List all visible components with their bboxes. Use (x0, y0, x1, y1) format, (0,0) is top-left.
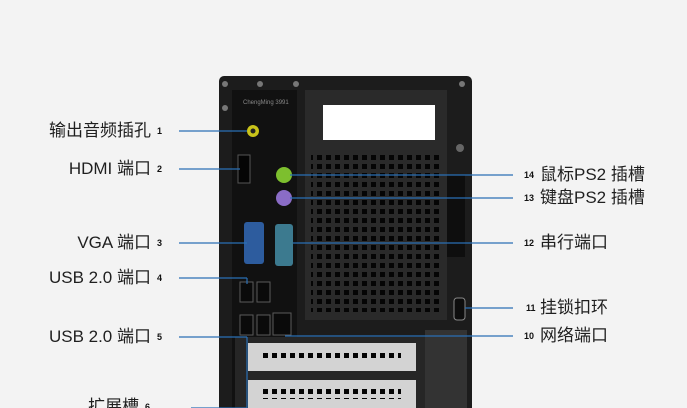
screw (459, 81, 465, 87)
callout-number-1: 1 (157, 121, 162, 141)
usb-port (240, 282, 253, 302)
screw (222, 81, 228, 87)
callout-number-13: 13 (524, 188, 534, 208)
serial-port (275, 224, 293, 266)
audio-jack-hole (251, 129, 256, 134)
psu-handle (323, 105, 435, 140)
callout-number-2: 2 (157, 159, 162, 179)
usb-port (257, 315, 270, 335)
ps2-keyboard-port (276, 190, 292, 206)
screw (456, 144, 464, 152)
callout-number-11: 11 (526, 298, 536, 318)
screw (293, 81, 299, 87)
callout-label-serial: 串行端口 (540, 233, 608, 253)
side-recess (447, 175, 465, 257)
vent-grille (311, 152, 443, 312)
side-panel (425, 330, 467, 408)
callout-label-hdmi: HDMI 端口 (69, 159, 151, 179)
expansion-slot-cover (261, 389, 401, 399)
screw (257, 81, 263, 87)
callout-number-3: 3 (157, 233, 162, 253)
model-text: ChengMing 3991 (243, 100, 289, 106)
callout-label-usb-upper: USB 2.0 端口 (49, 268, 151, 288)
callout-number-4: 4 (157, 268, 162, 288)
callout-number-14: 14 (524, 165, 534, 185)
callout-label-expansion: 扩展槽 (88, 397, 139, 408)
usb-port (240, 315, 253, 335)
usb-port (257, 282, 270, 302)
ethernet-port (273, 313, 291, 335)
callout-number-5: 5 (157, 327, 162, 347)
callout-number-10: 10 (524, 326, 534, 346)
callout-number-12: 12 (524, 233, 534, 253)
callout-label-network: 网络端口 (540, 326, 608, 346)
ps2-mouse-port (276, 167, 292, 183)
callout-label-vga: VGA 端口 (77, 233, 151, 253)
callout-label-ps2-mouse: 鼠标PS2 插槽 (540, 165, 645, 185)
callout-number-6: 6 (145, 397, 150, 408)
screw (222, 105, 228, 111)
callout-label-audio: 输出音频插孔 (49, 121, 151, 141)
callout-label-ps2-keyboard: 键盘PS2 插槽 (540, 188, 645, 208)
callout-label-usb-lower: USB 2.0 端口 (49, 327, 151, 347)
padlock-loop (454, 298, 465, 320)
expansion-slot-cover (261, 352, 401, 362)
callout-label-padlock: 挂锁扣环 (540, 298, 608, 318)
